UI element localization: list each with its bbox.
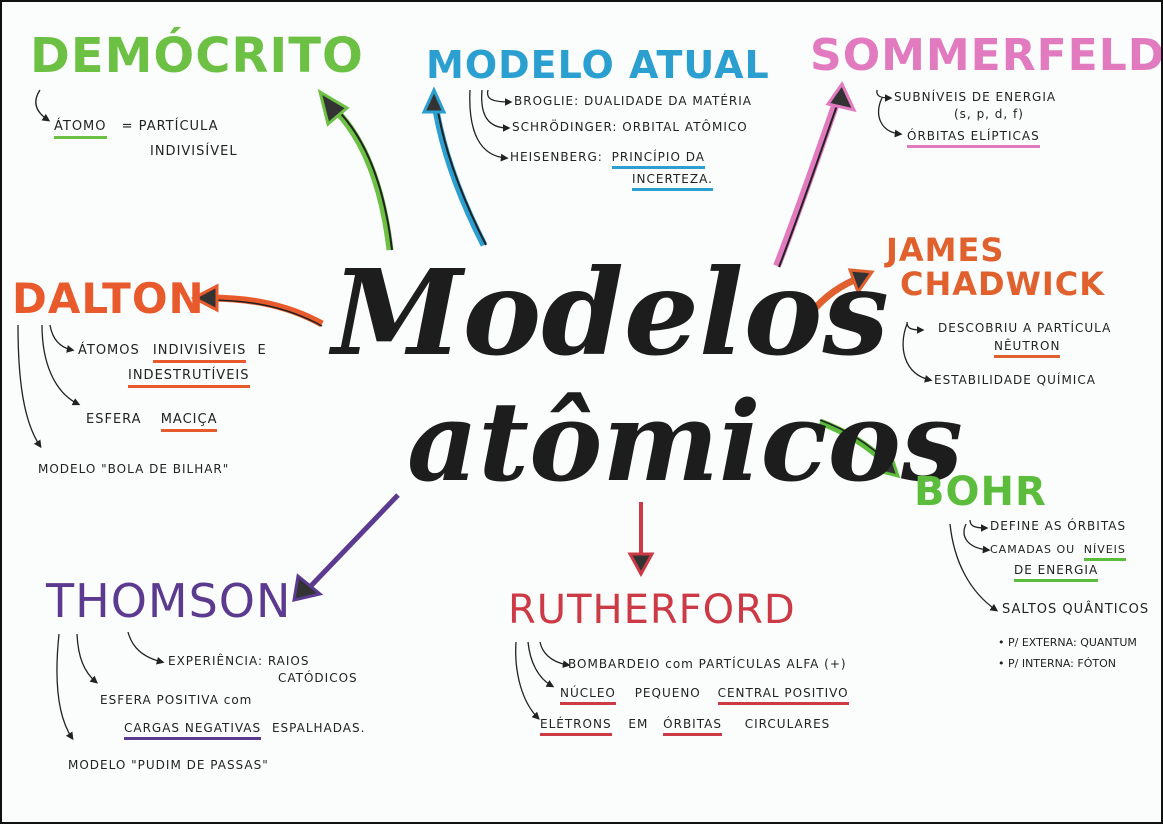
modelo-atual-note-schrodinger: SCHRÖDINGER: ORBITAL ATÔMICO bbox=[512, 120, 748, 134]
rutherford-note-nucleo: NÚCLEO bbox=[560, 686, 616, 705]
central-title-line1: Modelos bbox=[332, 243, 889, 382]
bohr-note-externa: • P/ EXTERNA: QUANTUM bbox=[998, 636, 1137, 649]
thomson-note-catodicos: CATÓDICOS bbox=[278, 671, 358, 685]
democrito-title: DEMÓCRITO bbox=[30, 28, 364, 84]
democrito-note-atomo: ÁTOMO bbox=[54, 119, 107, 139]
modelo-atual-title: MODELO ATUAL bbox=[426, 43, 770, 87]
chadwick-title-first: JAMES bbox=[886, 231, 1005, 269]
democrito-note-indivisivel: INDIVISÍVEL bbox=[150, 144, 238, 159]
thomson-note-cargas-negativas: CARGAS NEGATIVAS bbox=[124, 721, 262, 740]
rutherford-note-bombardeio: BOMBARDEIO com PARTÍCULAS ALFA (+) bbox=[568, 657, 847, 671]
arrow-to-sommerfeld bbox=[773, 81, 857, 268]
thomson-title: THOMSON bbox=[46, 574, 292, 628]
arrow-to-thomson bbox=[292, 493, 400, 602]
modelo-atual-note-incerteza: INCERTEZA. bbox=[632, 172, 713, 191]
modelo-atual-note-broglie: BROGLIE: DUALIDADE DA MATÉRIA bbox=[514, 94, 752, 108]
sommerfeld-note-subniveis: SUBNÍVEIS DE ENERGIA bbox=[894, 90, 1057, 104]
dalton-note-indivisiveis: INDIVISÍVEIS bbox=[152, 343, 247, 363]
dalton-note-macica: MACIÇA bbox=[160, 412, 218, 432]
central-title-line2: atômicos bbox=[407, 377, 963, 506]
arrow-to-rutherford bbox=[627, 502, 655, 578]
modelo-atual-note-principio: PRINCÍPIO DA bbox=[611, 150, 705, 169]
modelo-atual-note-heisenberg: HEISENBERG: bbox=[510, 150, 603, 164]
dalton-note-bola-de-bilhar: MODELO "BOLA DE BILHAR" bbox=[38, 462, 230, 476]
dalton-note-esfera: ESFERA bbox=[86, 412, 142, 427]
thomson-note-esfera-positiva: ESFERA POSITIVA com bbox=[100, 693, 253, 707]
arrow-to-modelo-atual bbox=[421, 86, 488, 247]
bohr-note-niveis: NÍVEIS bbox=[1083, 543, 1126, 561]
bohr-note-interna: • P/ INTERNA: FÓTON bbox=[998, 657, 1116, 670]
dalton-note-atomos: ÁTOMOS bbox=[78, 343, 140, 358]
rutherford-note-em: EM bbox=[628, 717, 649, 731]
rutherford-note-orbitas: ÓRBITAS bbox=[663, 717, 722, 736]
dalton-note-e: E bbox=[257, 343, 267, 358]
rutherford-note-pequeno: PEQUENO bbox=[634, 686, 701, 700]
sommerfeld-note-orbitas: ÓRBITAS ELÍPTICAS bbox=[907, 129, 1040, 148]
thomson-note-experiencia: EXPERIÊNCIA: RAIOS bbox=[168, 654, 310, 668]
chadwick-note-descobriu: DESCOBRIU A PARTÍCULA bbox=[938, 321, 1112, 335]
democrito-note-particula: = PARTÍCULA bbox=[121, 119, 219, 134]
bohr-note-camadas: CAMADAS OU bbox=[990, 543, 1076, 556]
rutherford-title: RUTHERFORD bbox=[508, 587, 796, 633]
chadwick-title-last: CHADWICK bbox=[900, 265, 1106, 303]
sommerfeld-note-spdf: (s, p, d, f) bbox=[954, 107, 1024, 121]
rutherford-note-eletrons: ELÉTRONS bbox=[540, 717, 612, 736]
arrow-to-dalton bbox=[190, 283, 324, 328]
rutherford-note-circulares: CIRCULARES bbox=[744, 717, 831, 731]
rutherford-note-central-positivo: CENTRAL POSITIVO bbox=[717, 686, 849, 705]
dalton-title: DALTON bbox=[12, 274, 205, 323]
arrow-to-democrito bbox=[317, 88, 394, 251]
bohr-note-define-orbitas: DEFINE AS ÓRBITAS bbox=[990, 519, 1127, 533]
sommerfeld-title: SOMMERFELD bbox=[810, 30, 1163, 81]
thomson-note-espalhadas: ESPALHADAS. bbox=[271, 721, 366, 735]
bohr-note-saltos: SALTOS QUÂNTICOS bbox=[1002, 602, 1150, 617]
thomson-note-pudim-de-passas: MODELO "PUDIM DE PASSAS" bbox=[68, 758, 269, 772]
chadwick-note-estabilidade: ESTABILIDADE QUÍMICA bbox=[934, 373, 1096, 387]
dalton-note-indestrutiveis: INDESTRUTÍVEIS bbox=[128, 368, 250, 388]
bohr-note-de-energia: DE ENERGIA bbox=[1014, 563, 1099, 582]
chadwick-note-neutron: NÊUTRON bbox=[994, 339, 1061, 358]
bohr-title: BOHR bbox=[914, 469, 1047, 515]
